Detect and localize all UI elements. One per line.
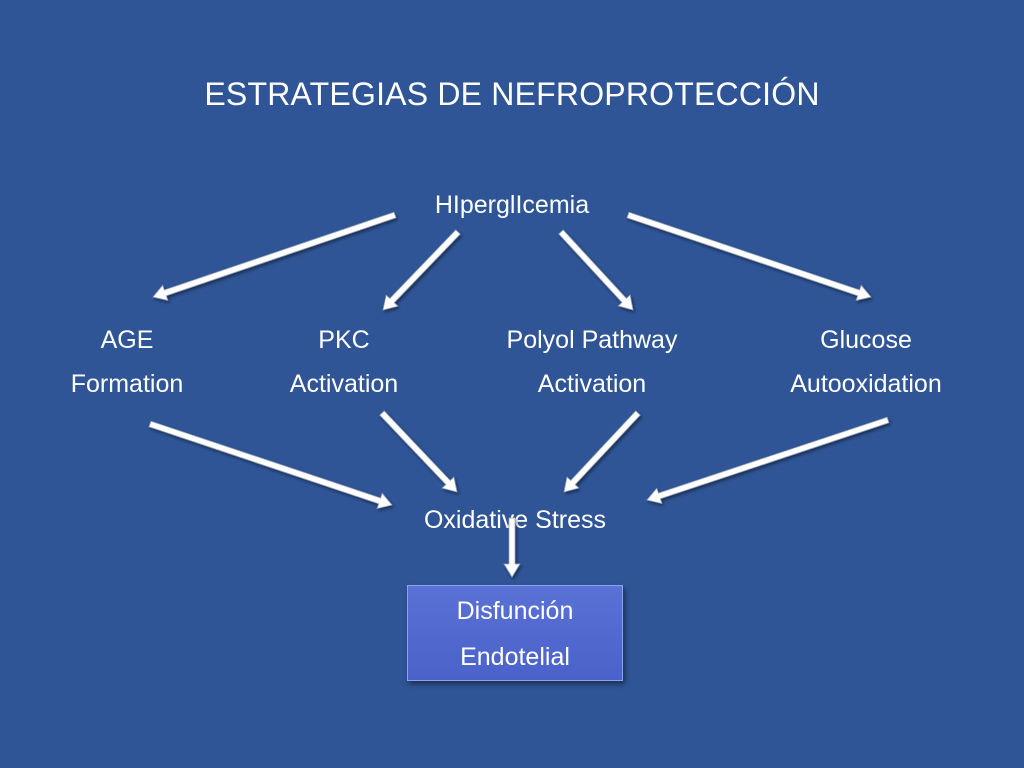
node-hyperglycemia-label: HIperglIcemia [434, 191, 590, 219]
node-polyol-pathway: Polyol Pathway Activation [467, 318, 717, 406]
node-polyol-line1: Polyol Pathway [506, 326, 678, 354]
arrow-glucose-to-ox [646, 416, 890, 505]
arrow-pkc-to-ox [379, 410, 458, 493]
arrow-age-to-ox [148, 420, 393, 510]
node-pkc-activation: PKC Activation [244, 318, 444, 406]
node-age-formation: AGE Formation [27, 318, 227, 406]
slide-title: ESTRATEGIAS DE NEFROPROTECCIÓN [204, 76, 820, 112]
arrow-root-to-pkc [382, 229, 461, 311]
node-pkc-line1: PKC [318, 326, 370, 354]
node-age-line2: Formation [70, 370, 184, 398]
outcome-box-endothelial-dysfunction: Disfunción Endotelial [407, 585, 623, 681]
arrow-root-to-polyol [558, 229, 634, 311]
outcome-line1: Disfunción [456, 597, 574, 625]
arrow-ox-to-outcome [503, 517, 521, 578]
arrow-polyol-to-ox [563, 410, 641, 493]
arrow-root-to-glucose [626, 211, 872, 301]
node-hyperglycemia: HIperglIcemia [362, 183, 662, 227]
node-polyol-line2: Activation [537, 370, 647, 398]
node-glucose-line2: Autooxidation [790, 370, 942, 398]
node-glucose-line1: Glucose [820, 326, 912, 354]
node-glucose-autooxidation: Glucose Autooxidation [746, 318, 986, 406]
outcome-line2: Endotelial [460, 643, 570, 671]
node-age-line1: AGE [100, 326, 154, 354]
node-pkc-line2: Activation [289, 370, 399, 398]
arrow-root-to-age [152, 211, 397, 301]
